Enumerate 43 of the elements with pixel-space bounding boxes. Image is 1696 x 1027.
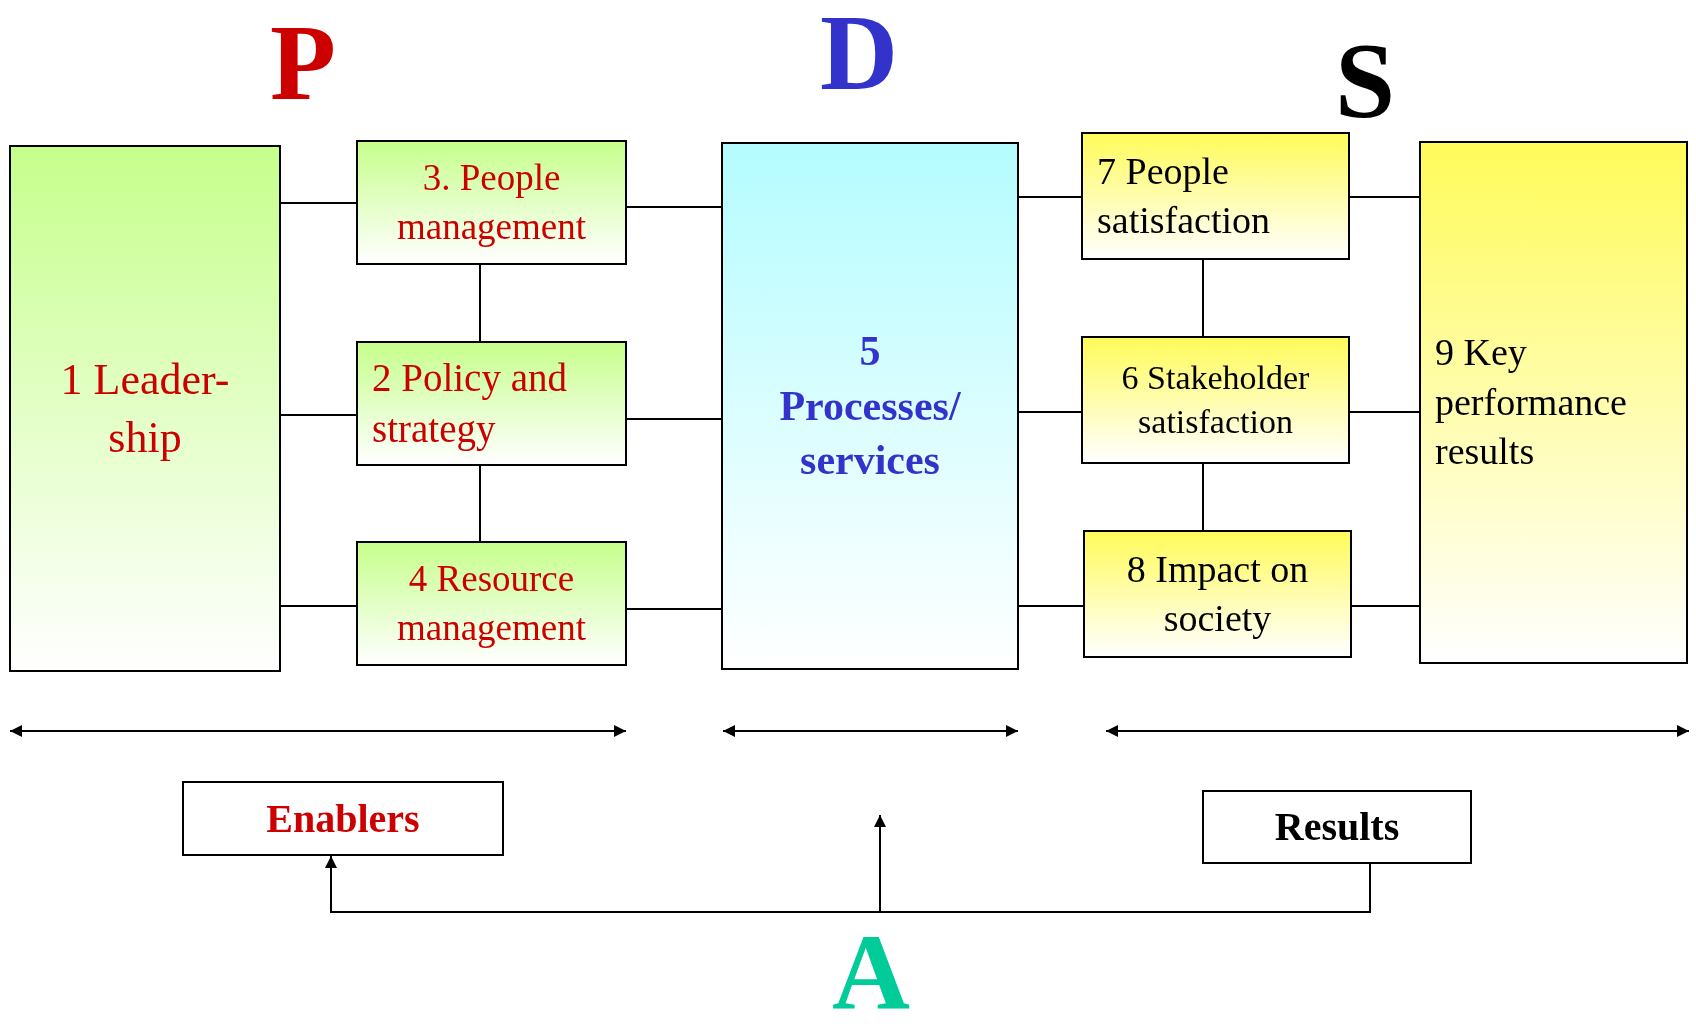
connector-line — [479, 264, 481, 342]
category-box — [182, 781, 504, 856]
connector-line — [626, 418, 722, 420]
box-label: 1 Leader- ship — [59, 354, 231, 464]
result-box — [1081, 336, 1350, 464]
result-box — [1081, 132, 1350, 260]
connector-line — [280, 202, 357, 204]
connector-line — [1351, 605, 1420, 607]
enabler-box — [356, 541, 627, 666]
feedback-arrow — [874, 814, 1371, 913]
phase-letter: D — [820, 2, 898, 105]
phase-letter: A — [832, 922, 910, 1025]
box-label: 7 People satisfaction — [1097, 148, 1272, 243]
box-label: 4 Resource management — [396, 557, 587, 650]
connector-line — [1202, 259, 1204, 337]
box-label: Enablers — [266, 794, 420, 843]
box-label: 6 Stakeholder satisfaction — [1120, 357, 1311, 442]
category-box — [1202, 790, 1472, 864]
box-label: 8 Impact on society — [1125, 546, 1310, 641]
connector-line — [626, 608, 722, 610]
box-label: 5 Processes/ services — [778, 327, 962, 486]
connector-line — [479, 465, 481, 542]
connector-line — [626, 206, 722, 208]
result-box — [1083, 530, 1352, 658]
enabler-box — [356, 341, 627, 466]
box-label: 2 Policy and strategy — [372, 354, 568, 453]
connector-line — [1349, 196, 1420, 198]
enabler-box — [9, 145, 281, 672]
connector-line — [1018, 605, 1084, 607]
enabler-box — [356, 140, 627, 265]
box-label: 9 Key performance results — [1435, 330, 1628, 475]
connector-line — [1349, 411, 1420, 413]
process-box — [721, 142, 1019, 670]
connector-line — [280, 414, 357, 416]
connector-line — [1202, 463, 1204, 531]
connector-line — [1018, 411, 1082, 413]
phase-letter: P — [270, 12, 336, 115]
box-label: Results — [1274, 803, 1400, 851]
connector-line — [1018, 196, 1082, 198]
box-label: 3. People management — [396, 156, 587, 249]
result-box — [1419, 141, 1688, 664]
phase-letter: S — [1335, 30, 1396, 133]
connector-line — [280, 605, 357, 607]
